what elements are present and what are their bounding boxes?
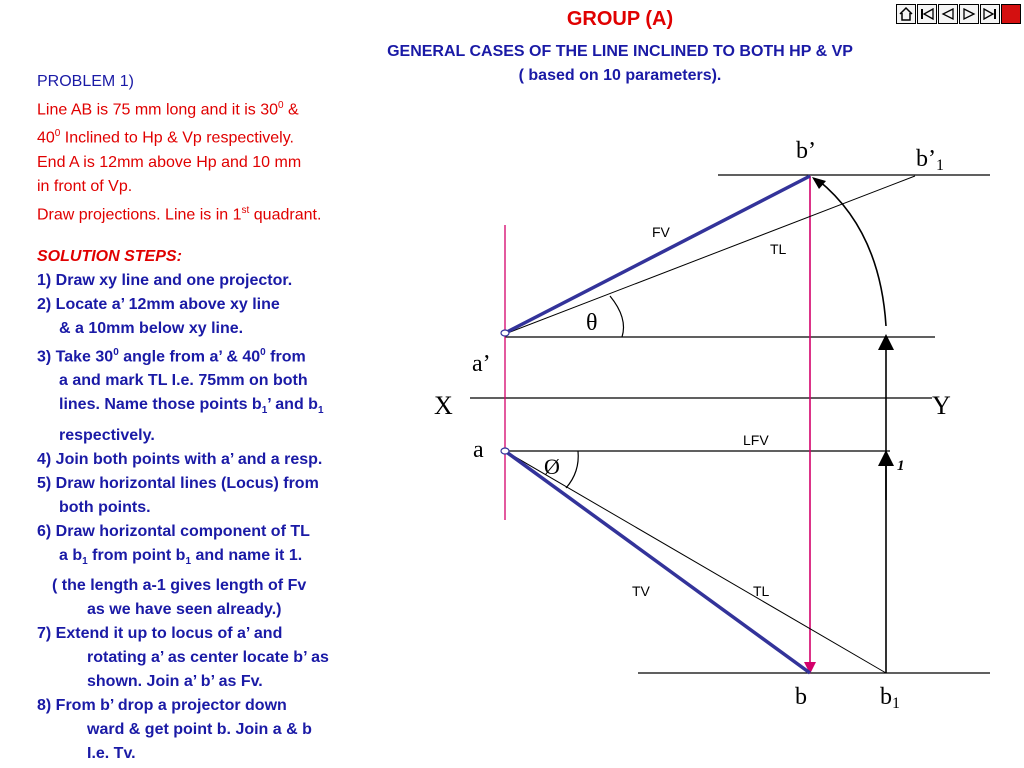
step-line: shown. Join a’ b’ as Fv. [87, 672, 263, 690]
front-view-line [504, 174, 811, 335]
true-length-line-bottom [504, 450, 887, 674]
point-a-dash-marker [500, 329, 510, 337]
subtitle-line-2: ( based on 10 parameters). [518, 67, 722, 84]
step-line: 5) Draw horizontal lines (Locus) from [37, 474, 319, 492]
end-icon[interactable] [1001, 4, 1021, 24]
label-b1: b1 [880, 684, 900, 712]
step-line: respectively. [59, 426, 155, 444]
label-y: Y [932, 391, 951, 420]
problem-line: End A is 12mm above Hp and 10 mm [37, 153, 302, 171]
first-slide-icon[interactable] [917, 4, 937, 24]
slide-navigation [896, 4, 1022, 26]
problem-line: Line AB is 75 mm long and it is 300 & [37, 100, 299, 119]
point-a-marker [500, 447, 510, 455]
label-phi: Ø [544, 454, 560, 479]
label-x: X [434, 391, 453, 420]
step-line: 3) Take 300 angle from a’ & 400 from [37, 347, 306, 366]
step-line: 2) Locate a’ 12mm above xy line [37, 296, 280, 313]
step-line: rotating a’ as center locate b’ as [87, 648, 329, 666]
label-tl-bottom: TL [753, 583, 770, 599]
problem-heading: PROBLEM 1) [37, 73, 134, 90]
label-b1-dash: b’1 [916, 146, 944, 174]
previous-slide-icon[interactable] [938, 4, 958, 24]
step-line: 4) Join both points with a’ and a resp. [37, 450, 323, 468]
step-line: a and mark TL I.e. 75mm on both [59, 372, 308, 390]
step-line: a b1 from point b1 and name it 1. [59, 546, 303, 567]
rotation-arc-arrowhead [812, 177, 826, 189]
last-slide-icon[interactable] [980, 4, 1000, 24]
step-line: as we have seen already.) [87, 600, 282, 618]
page-title: GROUP (A) [566, 8, 674, 30]
true-length-line-top [504, 175, 916, 335]
problem-statement: PROBLEM 1) Line AB is 75 mm long and it … [37, 70, 407, 227]
label-fv: FV [652, 224, 671, 240]
rotation-arc [817, 179, 887, 327]
step-line: 8) From b’ drop a projector down [37, 696, 287, 714]
label-1: 1 [897, 458, 905, 474]
step-line: 1) Draw xy line and one projector. [37, 272, 293, 289]
label-tl-top: TL [770, 241, 787, 257]
label-lfv: LFV [743, 432, 769, 448]
top-view-line [503, 449, 812, 675]
label-tv: TV [632, 583, 651, 599]
step-line: I.e. Tv. [87, 744, 136, 762]
page-subtitle: GENERAL CASES OF THE LINE INCLINED TO BO… [330, 40, 910, 88]
step-line: 7) Extend it up to locus of a’ and [37, 624, 283, 642]
next-slide-icon[interactable] [959, 4, 979, 24]
phi-angle-arc [565, 450, 579, 489]
step-line: 6) Draw horizontal component of TL [37, 522, 310, 540]
problem-line: in front of Vp. [37, 177, 133, 195]
subtitle-line-1: GENERAL CASES OF THE LINE INCLINED TO BO… [387, 43, 853, 60]
problem-line: Draw projections. Line is in 1st quadran… [37, 204, 322, 223]
label-theta: θ [586, 310, 598, 336]
step-line: ward & get point b. Join a & b [87, 720, 312, 738]
theta-angle-arc [609, 295, 625, 338]
label-a: a [473, 437, 484, 463]
label-b-dash: b’ [796, 138, 816, 164]
step-line: both points. [59, 498, 151, 516]
projector-b-arrowhead [804, 662, 816, 674]
label-b: b [795, 684, 807, 710]
home-icon[interactable] [896, 4, 916, 24]
step-line: ( the length a-1 gives length of Fv [52, 576, 307, 594]
label-a-dash: a’ [472, 351, 491, 377]
solution-steps: SOLUTION STEPS: 1) Draw xy line and one … [37, 245, 417, 766]
problem-line: 400 Inclined to Hp & Vp respectively. [37, 128, 294, 147]
step-line: & a 10mm below xy line. [59, 320, 244, 337]
solution-heading: SOLUTION STEPS: [37, 248, 182, 265]
step-line: lines. Name those points b1’ and b1 [59, 396, 324, 417]
